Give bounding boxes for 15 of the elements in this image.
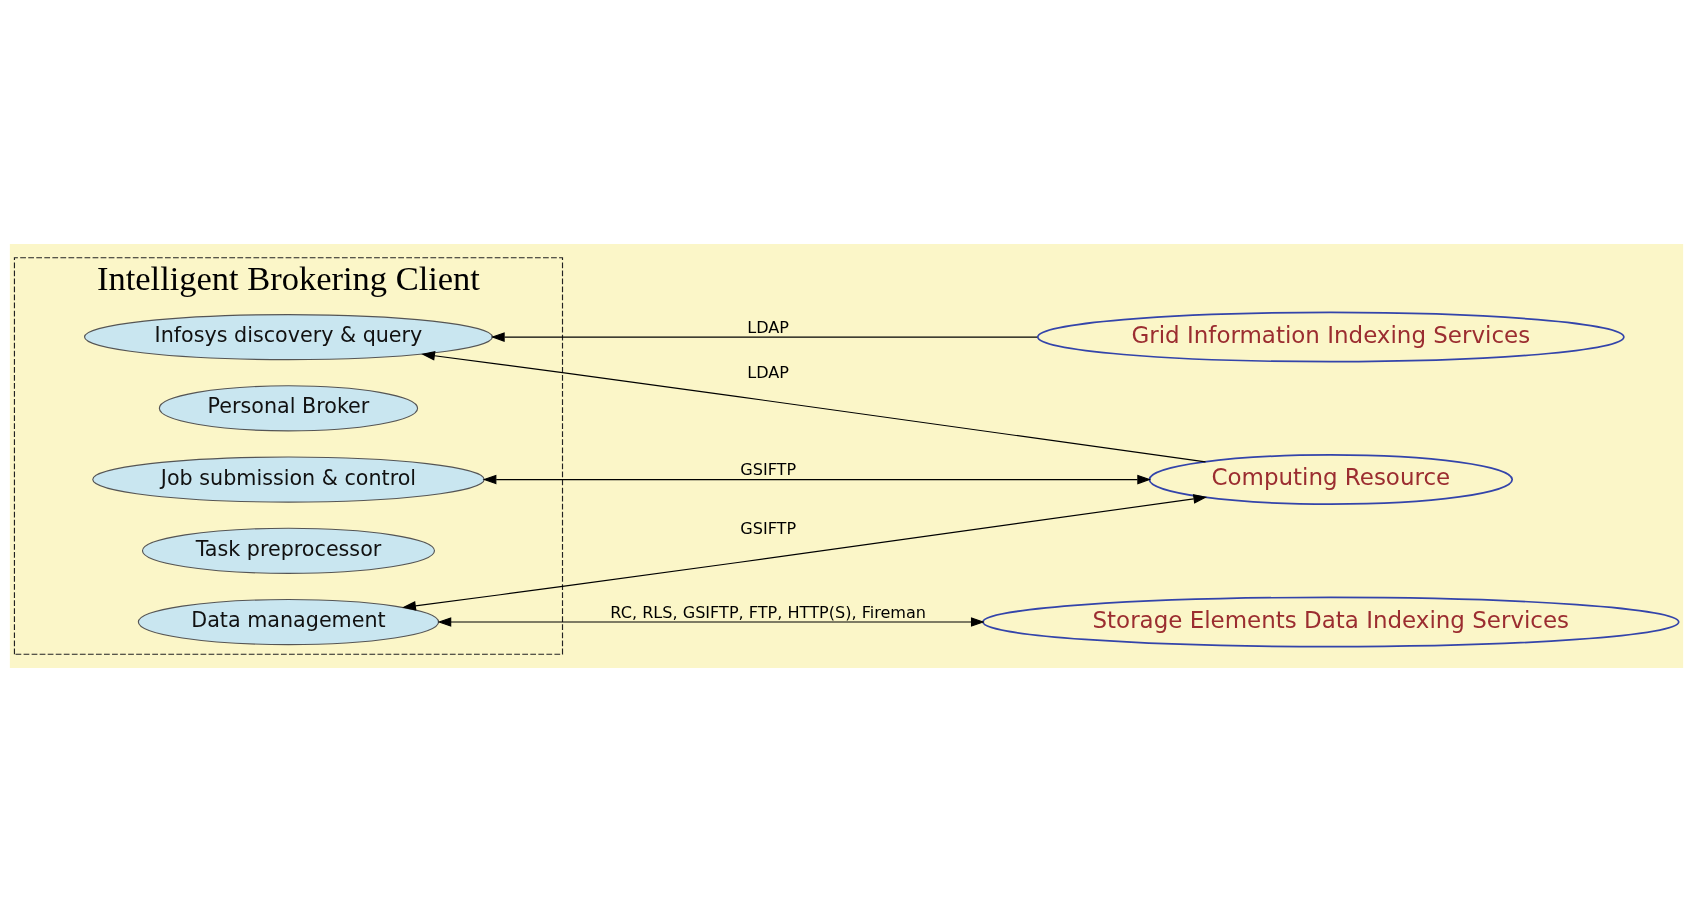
node-ellipse: Grid Information Indexing Services bbox=[1036, 311, 1625, 363]
arrow bbox=[437, 617, 985, 627]
arrow bbox=[402, 494, 1208, 611]
edge-label: GSIFTP bbox=[740, 518, 797, 538]
node-ellipse: Storage Elements Data Indexing Services bbox=[982, 596, 1680, 648]
node-ellipse: Personal Broker bbox=[158, 385, 419, 432]
arrow bbox=[482, 474, 1152, 485]
edge-label: LDAP bbox=[747, 362, 790, 382]
edge-label: RC, RLS, GSIFTP, FTP, HTTP(S), Fireman bbox=[610, 602, 927, 622]
arrow bbox=[490, 332, 1038, 342]
edge-label: LDAP bbox=[747, 317, 790, 337]
edge-label: GSIFTP bbox=[740, 460, 797, 480]
node-ellipse: Job submission & control bbox=[92, 456, 485, 503]
node-ellipse: Task preprocessor bbox=[141, 527, 436, 574]
arrow bbox=[421, 351, 1207, 463]
